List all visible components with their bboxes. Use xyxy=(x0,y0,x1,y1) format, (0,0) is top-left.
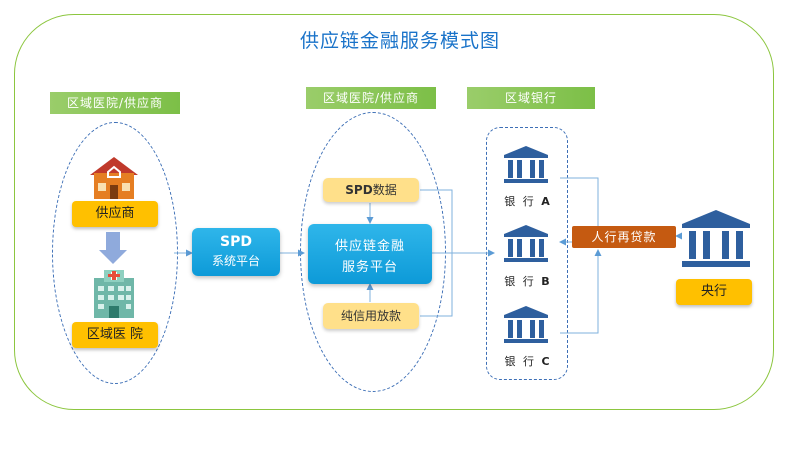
house-icon xyxy=(90,157,138,199)
bank-c-letter: C xyxy=(541,355,550,368)
line-loan-to-junction xyxy=(420,253,453,317)
scf-platform-line1: 供应链金融 xyxy=(334,239,405,254)
rediscount-box: 人行再贷款 xyxy=(572,226,676,248)
spd-data-text: 数据 xyxy=(372,183,397,197)
spd-system-title: SPD xyxy=(220,234,252,250)
left-group-label: 区域医院/供应商 xyxy=(50,92,180,114)
hospital-box: 区域医 院 xyxy=(72,322,158,348)
bank-icon xyxy=(504,146,548,183)
bank-c-prefix: 银 行 xyxy=(504,355,536,368)
hospital-icon xyxy=(94,270,134,318)
spd-system-box: SPD 系统平台 xyxy=(192,228,280,276)
bank-b-prefix: 银 行 xyxy=(504,275,536,288)
bank-b-letter: B xyxy=(541,275,550,288)
scf-platform-box: 供应链金融 服务平台 xyxy=(308,224,432,284)
line-data-to-junction xyxy=(420,189,453,253)
bank-icon xyxy=(504,306,548,343)
credit-loan-box: 纯信用放款 xyxy=(323,303,419,329)
spd-system-subtitle: 系统平台 xyxy=(211,254,260,268)
central-bank-icon xyxy=(682,210,750,267)
down-arrow-supplier-hospital xyxy=(99,232,127,264)
bank-group-label: 区域银行 xyxy=(467,87,595,109)
bank-a-prefix: 银 行 xyxy=(504,195,536,208)
line-bank-c xyxy=(560,249,602,334)
bank-icon xyxy=(504,225,548,262)
line-bank-a xyxy=(560,177,599,230)
bank-a-label: 银 行 A xyxy=(490,193,564,209)
bank-b-label: 银 行 B xyxy=(490,273,564,289)
mid-group-label: 区域医院/供应商 xyxy=(306,87,436,109)
spd-data-box: SPD数据 xyxy=(323,178,419,202)
spd-data-bold: SPD xyxy=(345,183,373,197)
outer-frame xyxy=(14,14,774,410)
diagram-title: 供应链金融服务模式图 xyxy=(299,30,500,52)
scf-platform-line2: 服务平台 xyxy=(341,260,398,275)
central-bank-box: 央行 xyxy=(676,279,752,305)
bank-a-letter: A xyxy=(541,195,550,208)
supplier-box: 供应商 xyxy=(72,201,158,227)
bank-c-label: 银 行 C xyxy=(490,353,564,369)
